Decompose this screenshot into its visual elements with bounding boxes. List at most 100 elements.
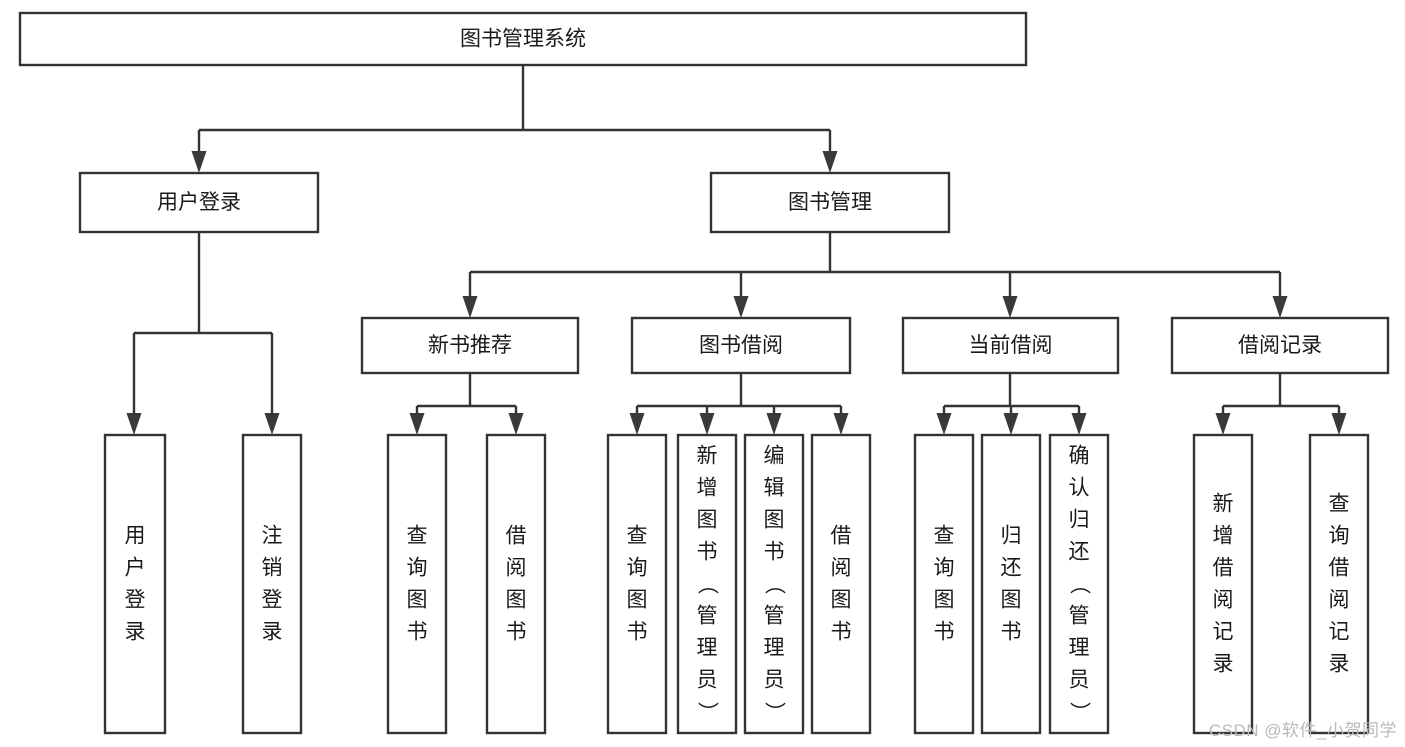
connector-layer (126, 65, 1347, 435)
node-label-char: 登 (125, 589, 146, 612)
node-box[interactable] (1192, 433, 1254, 735)
node-label-char: 认 (1069, 477, 1090, 500)
node-box[interactable] (103, 433, 167, 735)
node-label-char: 借 (831, 525, 852, 548)
node-label-char: 询 (407, 557, 428, 580)
arrow-head-icon (462, 296, 478, 318)
node-label-char: 书 (627, 621, 648, 644)
node-label-char: 管 (764, 605, 785, 628)
node-label-char: 还 (1001, 557, 1022, 580)
watermark-label: CSDN @软件_小贺同学 (1208, 721, 1397, 740)
node-box[interactable] (810, 433, 872, 735)
connector-group-userlogin-to-leaves (126, 232, 280, 435)
node-label-char: 书 (1001, 621, 1022, 644)
node-label-char: 管 (697, 605, 718, 628)
node-label-char: 借 (1213, 557, 1234, 580)
node-box[interactable] (1308, 433, 1370, 735)
node-label-char: 登 (262, 589, 283, 612)
node-l2-user-login[interactable]: 用户登录 (78, 171, 320, 234)
node-label-char: 注 (262, 525, 283, 548)
arrow-head-icon (1215, 413, 1231, 435)
node-label-char: 录 (125, 621, 146, 644)
node-label-char: 书 (697, 541, 718, 564)
node-label-char: 理 (697, 637, 718, 660)
node-label-char: 录 (262, 621, 283, 644)
connector-group-currentborrow-to-leaves (936, 373, 1087, 435)
node-label-char: 员 (764, 669, 785, 692)
node-label-char: 新 (1213, 493, 1234, 516)
node-box[interactable] (913, 433, 975, 735)
arrow-head-icon (191, 151, 207, 173)
arrow-head-icon (699, 413, 715, 435)
arrow-head-icon (409, 413, 425, 435)
arrow-head-icon (508, 413, 524, 435)
node-root[interactable]: 图书管理系统 (18, 11, 1028, 67)
node-label-char: 户 (125, 557, 146, 580)
node-label-char: 阅 (831, 557, 852, 580)
node-box[interactable] (980, 433, 1042, 735)
node-l3-current-borrow[interactable]: 当前借阅 (901, 316, 1120, 375)
node-label: 借阅记录 (1238, 334, 1322, 357)
node-box[interactable] (18, 11, 1028, 67)
node-box[interactable] (630, 316, 852, 375)
node-label-char: 书 (934, 621, 955, 644)
node-label-char: 询 (1329, 525, 1350, 548)
node-label-char: 询 (934, 557, 955, 580)
node-label-char: 新 (697, 445, 718, 468)
node-label-char: 归 (1069, 509, 1090, 532)
arrow-head-icon (1071, 413, 1087, 435)
arrow-head-icon (833, 413, 849, 435)
arrow-head-icon (629, 413, 645, 435)
node-box[interactable] (78, 171, 320, 234)
connector-group-newbook-to-leaves (409, 373, 524, 435)
node-box[interactable] (485, 433, 547, 735)
node-box[interactable] (386, 433, 448, 735)
node-l2-book-manage[interactable]: 图书管理 (709, 171, 951, 234)
node-label-char: 图 (764, 509, 785, 532)
node-label-char: 管 (1069, 605, 1090, 628)
node-label-char: ） (763, 702, 786, 723)
node-box[interactable] (901, 316, 1120, 375)
arrow-head-icon (1003, 413, 1019, 435)
node-box[interactable] (743, 433, 805, 735)
arrow-head-icon (766, 413, 782, 435)
node-l3-new-book-rec[interactable]: 新书推荐 (360, 316, 580, 375)
node-label: 当前借阅 (969, 334, 1053, 357)
node-leaf-user-login[interactable]: 用户登录 (103, 433, 167, 735)
connector-group-bookmanage-to-level3 (462, 232, 1288, 318)
node-label-char: 增 (697, 477, 718, 500)
node-box[interactable] (709, 171, 951, 234)
node-label-char: 图 (831, 589, 852, 612)
node-label-char: 图 (934, 589, 955, 612)
node-l3-book-borrow[interactable]: 图书借阅 (630, 316, 852, 375)
arrow-head-icon (264, 413, 280, 435)
node-label-char: 查 (1329, 493, 1350, 516)
node-label-char: 书 (831, 621, 852, 644)
node-box[interactable] (1170, 316, 1390, 375)
node-label-char: 确 (1069, 445, 1090, 468)
node-l3-borrow-record[interactable]: 借阅记录 (1170, 316, 1390, 375)
node-box[interactable] (241, 433, 303, 735)
node-box[interactable] (1048, 433, 1110, 735)
node-label-char: 图 (1001, 589, 1022, 612)
arrow-head-icon (936, 413, 952, 435)
connector-group-bookborrow-to-leaves (629, 373, 849, 435)
node-box[interactable] (360, 316, 580, 375)
node-label-char: 销 (262, 557, 283, 580)
node-box[interactable] (676, 433, 738, 735)
node-box[interactable] (606, 433, 668, 735)
